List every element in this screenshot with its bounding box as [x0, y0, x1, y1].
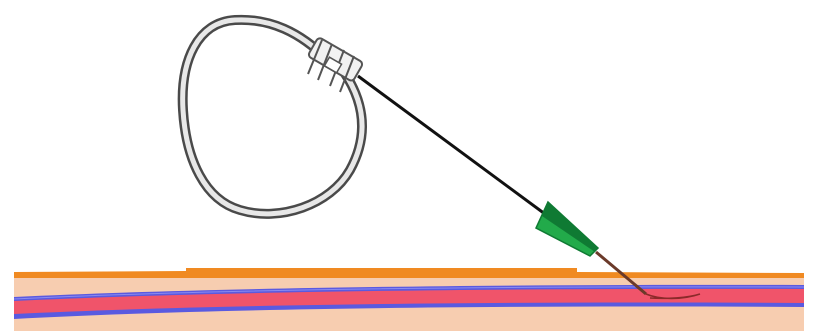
guidewire-loop-inner: [180, 17, 365, 217]
tissue-surface: [14, 268, 804, 279]
vessel-lumen: [14, 288, 804, 314]
hub-ridge-2: [317, 43, 333, 81]
vessel-wall-stripe: [13, 286, 805, 300]
blood-vessel: [13, 284, 805, 319]
wire-hub: [307, 37, 364, 93]
hub-collar: [323, 56, 343, 74]
guidewire-loop: [177, 14, 367, 219]
needle-tip: [645, 293, 701, 300]
needle-shaft: [357, 74, 546, 216]
needle-hub-shade: [542, 202, 598, 252]
hub-ridge-1: [307, 39, 323, 75]
hub-ridge-4: [339, 55, 355, 93]
needle-hub: [535, 200, 600, 257]
hub-body: [307, 37, 364, 82]
needle-body: [595, 250, 647, 296]
